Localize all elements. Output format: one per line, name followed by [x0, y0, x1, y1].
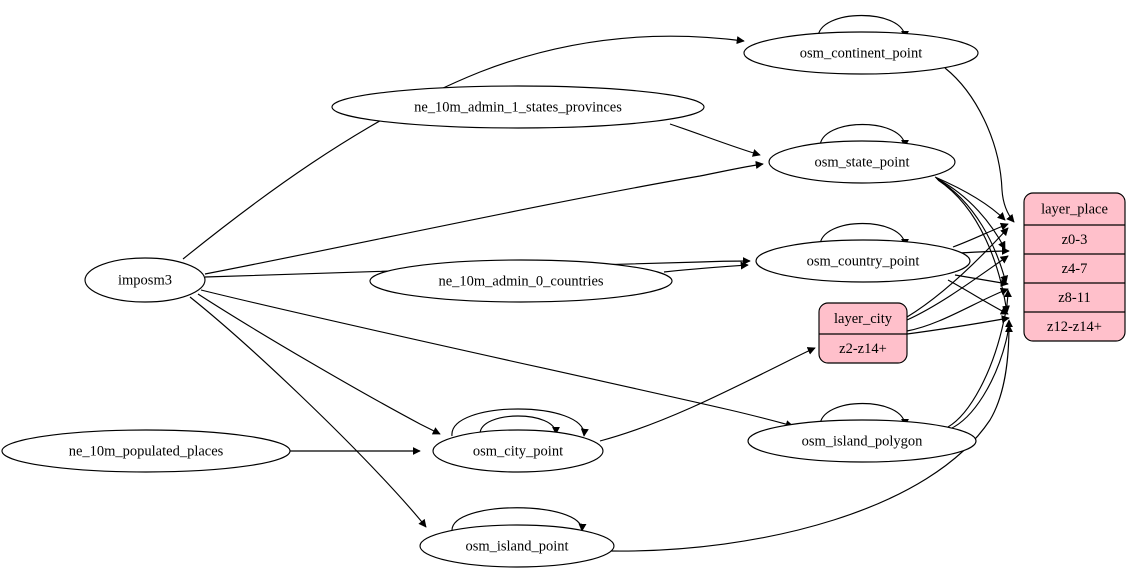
record-row-label[interactable]: layer_city [834, 311, 893, 327]
node-shape [1, 429, 291, 473]
record-row-label[interactable]: z2-z14+ [839, 341, 887, 357]
record-row-label[interactable]: z0-3 [1062, 232, 1088, 248]
graph-node-imposm3[interactable]: imposm3 [84, 257, 206, 303]
node-layer: imposm3 ne_10m_admin_1_states_provincesne… [1, 31, 979, 568]
graph-node-osm_island_polygon[interactable]: osm_island_polygon [747, 419, 977, 463]
graph-edge [906, 255, 1009, 321]
graph-edge [937, 179, 1010, 314]
record-box [818, 302, 908, 364]
graph-edge [609, 324, 1014, 552]
node-shape [331, 85, 705, 129]
record-box [1023, 192, 1126, 342]
record-row-label[interactable]: z4-7 [1062, 261, 1088, 277]
graph-edge [819, 223, 910, 247]
node-label: osm_island_point [465, 538, 568, 554]
graph-edge [204, 160, 764, 275]
graph-edge [906, 287, 1009, 332]
graph-edge [189, 296, 427, 528]
graph-edge [906, 227, 1009, 318]
node-label: ne_10m_populated_places [69, 443, 224, 459]
record-node-layer_place[interactable]: layer_place z0-3 z4-7 z8-11 z12-z14+ [1023, 192, 1126, 342]
node-label: osm_continent_point [800, 45, 922, 61]
graph-node-osm_country_point[interactable]: osm_country_point [755, 239, 971, 283]
node-label: osm_city_point [473, 443, 563, 459]
node-shape [768, 140, 956, 184]
graph-edge [935, 177, 1006, 250]
graph-edge [197, 293, 441, 435]
graph-edge [947, 289, 1013, 428]
node-shape [747, 419, 977, 463]
graph-edge [663, 261, 749, 273]
node-label: ne_10m_admin_0_countries [438, 273, 603, 289]
graph-edge [451, 408, 589, 437]
graph-edge [936, 178, 1009, 284]
record-row-label[interactable]: z8-11 [1058, 290, 1090, 306]
graph-node-ne_10m_admin_1_states_provinces[interactable]: ne_10m_admin_1_states_provinces [331, 85, 705, 129]
graph-edge [182, 35, 745, 260]
graph-edge [200, 289, 794, 429]
graph-edge [451, 507, 587, 532]
edge-layer [182, 15, 1015, 552]
node-shape [743, 31, 979, 75]
node-shape [84, 257, 206, 303]
graph-edge [817, 15, 910, 39]
graph-edge [952, 222, 1009, 248]
graph-edge [599, 347, 816, 442]
node-label: osm_country_point [807, 253, 920, 269]
record-row-label[interactable]: layer_place [1041, 201, 1108, 217]
node-shape [755, 239, 971, 283]
graph-node-osm_continent_point[interactable]: osm_continent_point [743, 31, 979, 75]
graph-node-ne_10m_admin_0_countries[interactable]: ne_10m_admin_0_countries [369, 259, 673, 303]
graph-edge [934, 176, 1006, 221]
record-node-layer_city[interactable]: layer_city z2-z14+ [818, 302, 908, 364]
record-row-label[interactable]: z12-z14+ [1047, 319, 1102, 335]
node-label: imposm3 [118, 272, 172, 288]
node-label: osm_island_polygon [802, 433, 924, 449]
graph-node-osm_city_point[interactable]: osm_city_point [432, 429, 604, 473]
graph-node-osm_island_point[interactable]: osm_island_point [419, 524, 615, 568]
graph-edge [906, 315, 1010, 335]
graph-edge [479, 415, 561, 435]
graph-edge [669, 123, 761, 157]
graph-edge [944, 67, 1015, 223]
node-label: osm_state_point [814, 154, 909, 170]
graph-node-ne_10m_populated_places[interactable]: ne_10m_populated_places [1, 429, 291, 473]
graph-edge [947, 279, 1009, 315]
graph-edge [954, 274, 1009, 287]
graph-edge [819, 124, 910, 148]
node-shape [369, 259, 673, 303]
graph-node-osm_state_point[interactable]: osm_state_point [768, 140, 956, 184]
node-label: ne_10m_admin_1_states_provinces [414, 99, 622, 115]
record-layer: layer_place z0-3 z4-7 z8-11 z12-z14+ layer_ci… [818, 192, 1126, 364]
node-shape [432, 429, 604, 473]
graph-edge [819, 403, 910, 427]
node-shape [419, 524, 615, 568]
